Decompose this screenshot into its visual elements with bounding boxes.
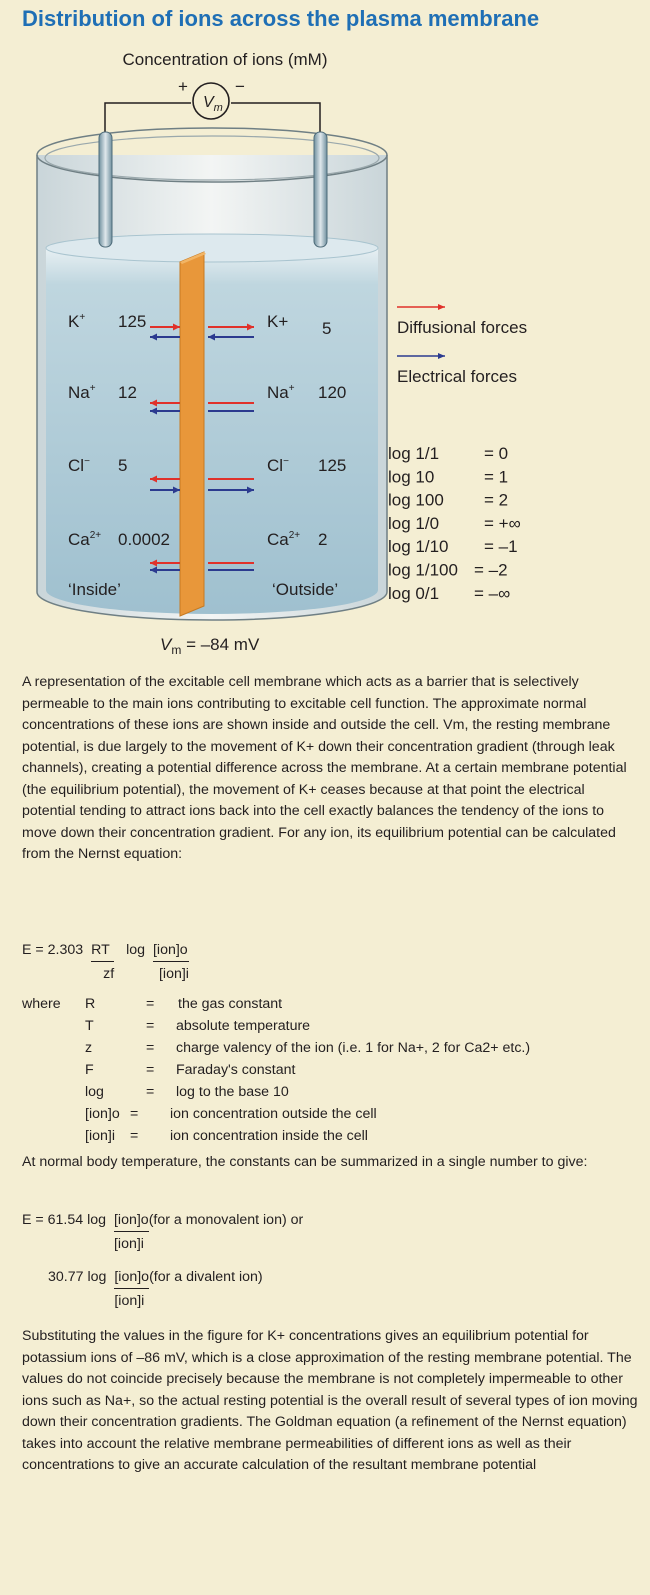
definition-symbol: F: [85, 1062, 94, 1078]
voltmeter-icon: [192, 82, 230, 120]
log-value: = +∞: [484, 514, 521, 533]
force-arrows: [150, 323, 254, 574]
monovalent-prefix: E = 61.54 log: [22, 1212, 107, 1228]
definition-text: absolute temperature: [176, 1018, 311, 1034]
log-expression: log 1/10: [388, 537, 449, 556]
nernst-numerator: [ion]o: [152, 940, 189, 962]
plus-sign: +: [178, 77, 188, 96]
log-value: = –2: [474, 561, 508, 580]
log-expression: log 100: [388, 491, 444, 510]
definition-symbol: R: [85, 996, 96, 1012]
nernst-zf: zf: [103, 966, 115, 982]
definition-symbol: [ion]o: [85, 1106, 120, 1122]
definition-equals: =: [130, 1128, 139, 1144]
definition-equals: =: [146, 996, 155, 1012]
log-expression: log 1/100: [388, 561, 458, 580]
divalent-prefix: 30.77 log: [48, 1269, 107, 1285]
divalent-suffix: (for a divalent ion): [149, 1269, 263, 1285]
log-value: = 2: [484, 491, 508, 510]
description: A representation of the excitable cell m…: [22, 672, 634, 866]
definition-equals: =: [146, 1018, 155, 1034]
log-expression: log 1/1: [388, 444, 439, 463]
definition-symbol: T: [85, 1018, 94, 1034]
log-value: = 1: [484, 467, 508, 486]
nernst-prefix: E = 2.303: [22, 942, 84, 958]
monovalent-equation: E = 61.54 log [ion]o [ion]i(for a monoval…: [22, 1210, 303, 1254]
figure-title: Distribution of ions across the plasma m…: [22, 6, 540, 31]
log-expression: log 1/0: [388, 514, 439, 533]
log-table: log 1/1 = 0 log 10 = 1 log 100 = 2 log 1/0 = +∞…: [388, 444, 521, 603]
nernst-log: log: [126, 942, 146, 958]
log-value: = –1: [484, 537, 518, 556]
definition-symbol: z: [85, 1040, 93, 1056]
description-text: A representation of the excitable cell m…: [22, 674, 627, 862]
definition-text: ion concentration inside the cell: [170, 1128, 368, 1144]
definition-equals: =: [130, 1106, 139, 1122]
inside-ion-label: Ca2+0.0002: [68, 530, 170, 549]
definition-text: charge valency of the ion (i.e. 1 for Na…: [176, 1040, 531, 1056]
log-expression: log 10: [388, 467, 434, 486]
divalent-denominator: [ion]i: [114, 1293, 145, 1309]
nernst-rt: RT: [91, 940, 115, 962]
solution: [46, 248, 378, 614]
where-label: where: [22, 996, 61, 1012]
summary-text: At normal body temperature, the constant…: [22, 1154, 588, 1170]
nernst-denominator: [ion]i: [158, 966, 189, 982]
monovalent-denominator: [ion]i: [113, 1236, 144, 1252]
concentration-label: Concentration of ions (mM): [122, 50, 327, 69]
membrane-diagram: Concentration of ions (mM) Vm + − K+125N…: [36, 50, 527, 657]
electrode-inside: [98, 131, 113, 248]
definition-equals: =: [146, 1062, 155, 1078]
divalent-numerator: [ion]o: [114, 1267, 150, 1289]
definition-text: ion concentration outside the cell: [170, 1106, 377, 1122]
outside-label: ‘Outside’: [272, 580, 338, 599]
definition-symbol: [ion]i: [85, 1128, 115, 1144]
membrane-potential: Vm = –84 mV: [160, 635, 260, 657]
definition-text: log to the base 10: [176, 1084, 289, 1100]
legend-diffusional: Diffusional forces: [397, 318, 527, 337]
divalent-equation: 30.77 log [ion]o [ion]i(for a divalent io…: [48, 1267, 263, 1311]
log-value: = –∞: [474, 584, 510, 603]
inside-label: ‘Inside’: [68, 580, 121, 599]
minus-sign: −: [235, 77, 245, 96]
monovalent-numerator: [ion]o: [113, 1210, 149, 1232]
electrode-outside: [313, 131, 328, 248]
log-expression: log 0/1: [388, 584, 439, 603]
definition-symbol: log: [85, 1084, 104, 1100]
monovalent-suffix: (for a monovalent ion) or: [148, 1212, 304, 1228]
nernst-equation: E = 2.303 RT zf log [ion]o [ion]i: [22, 940, 189, 984]
legend-electrical: Electrical forces: [397, 367, 517, 386]
conclusion-text: Substituting the values in the figure fo…: [22, 1328, 638, 1473]
definition-equals: =: [146, 1040, 155, 1056]
cell-membrane: [179, 251, 205, 617]
log-value: = 0: [484, 444, 508, 463]
definition-text: Faraday's constant: [176, 1062, 296, 1078]
voltmeter-label: Vm: [203, 94, 223, 114]
definition-text: the gas constant: [178, 996, 283, 1012]
definition-equals: =: [146, 1084, 155, 1100]
